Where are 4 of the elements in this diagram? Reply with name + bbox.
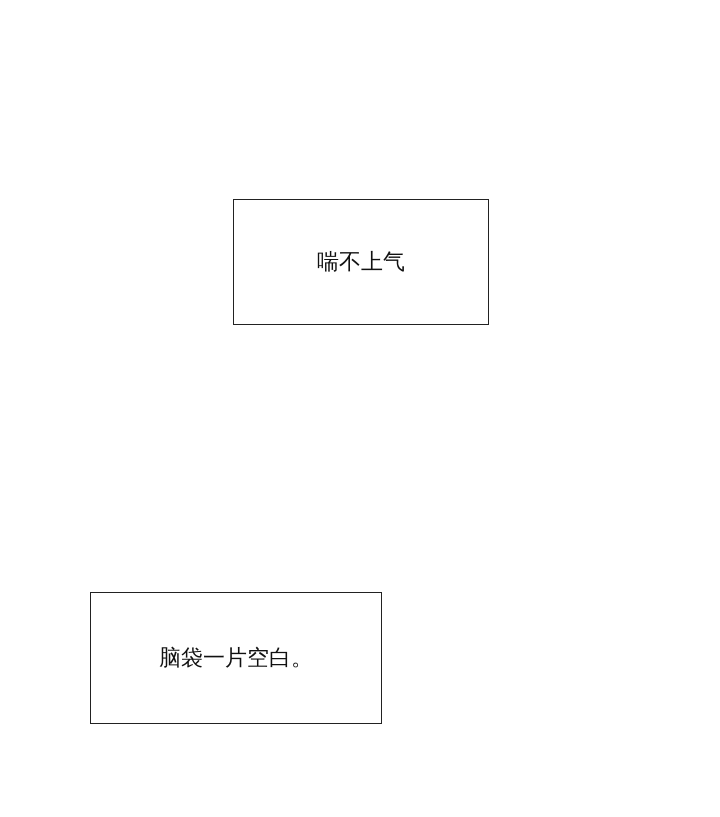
caption-text: 脑袋一片空白。 — [159, 645, 313, 673]
text-box — [90, 592, 382, 724]
text-box — [233, 199, 489, 325]
caption-text: 喘不上气 — [317, 249, 405, 277]
